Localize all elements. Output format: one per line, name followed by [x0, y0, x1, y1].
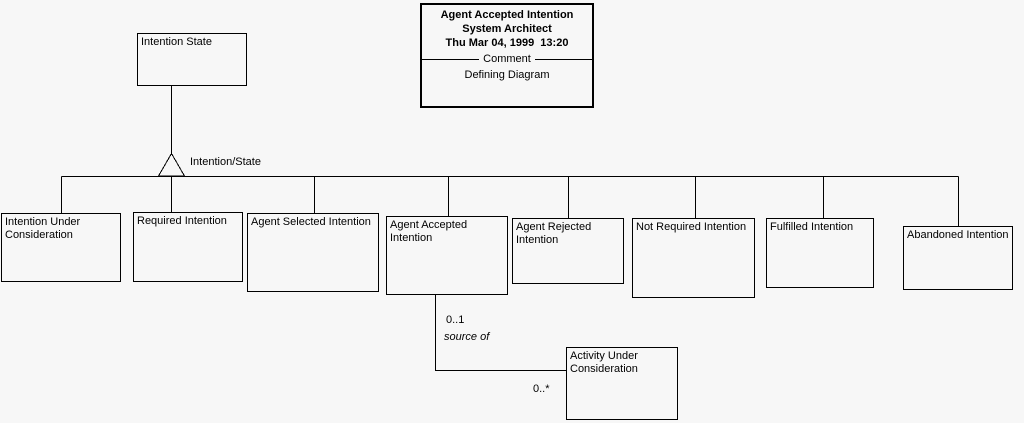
diagram-title-box: Agent Accepted Intention System Architec…	[420, 3, 594, 108]
diagram-comment: Defining Diagram	[464, 69, 550, 81]
comment-separator: Comment	[422, 53, 592, 66]
node-agent-accepted-intention[interactable]: Agent Accepted Intention	[386, 216, 508, 295]
node-agent-rejected-intention[interactable]: Agent Rejected Intention	[512, 218, 624, 284]
generalization-triangle-icon	[157, 152, 186, 177]
node-intention-under-consideration[interactable]: Intention Under Consideration	[1, 213, 121, 282]
association-role-label: source of	[444, 331, 490, 343]
node-activity-under-consideration[interactable]: Activity Under Consideration	[566, 347, 678, 420]
node-abandoned-intention[interactable]: Abandoned Intention	[903, 226, 1013, 290]
node-required-intention[interactable]: Required Intention	[133, 212, 243, 282]
separator-line-left	[422, 59, 480, 60]
node-fulfilled-intention[interactable]: Fulfilled Intention	[766, 218, 874, 288]
diagram-timestamp: Thu Mar 04, 1999 13:20	[445, 37, 569, 49]
node-not-required-intention[interactable]: Not Required Intention	[632, 218, 755, 298]
diagram-tool-name: System Architect	[462, 23, 552, 35]
node-agent-selected-intention[interactable]: Agent Selected Intention	[247, 213, 379, 292]
diagram-title: Agent Accepted Intention	[440, 9, 574, 21]
generalization-label: Intention/State	[190, 156, 261, 168]
node-intention-state[interactable]: Intention State	[137, 33, 247, 86]
source-cardinality-label: 0..1	[446, 314, 465, 326]
separator-label: Comment	[483, 53, 531, 65]
separator-line-right	[534, 59, 592, 60]
target-cardinality-label: 0..*	[533, 383, 550, 395]
